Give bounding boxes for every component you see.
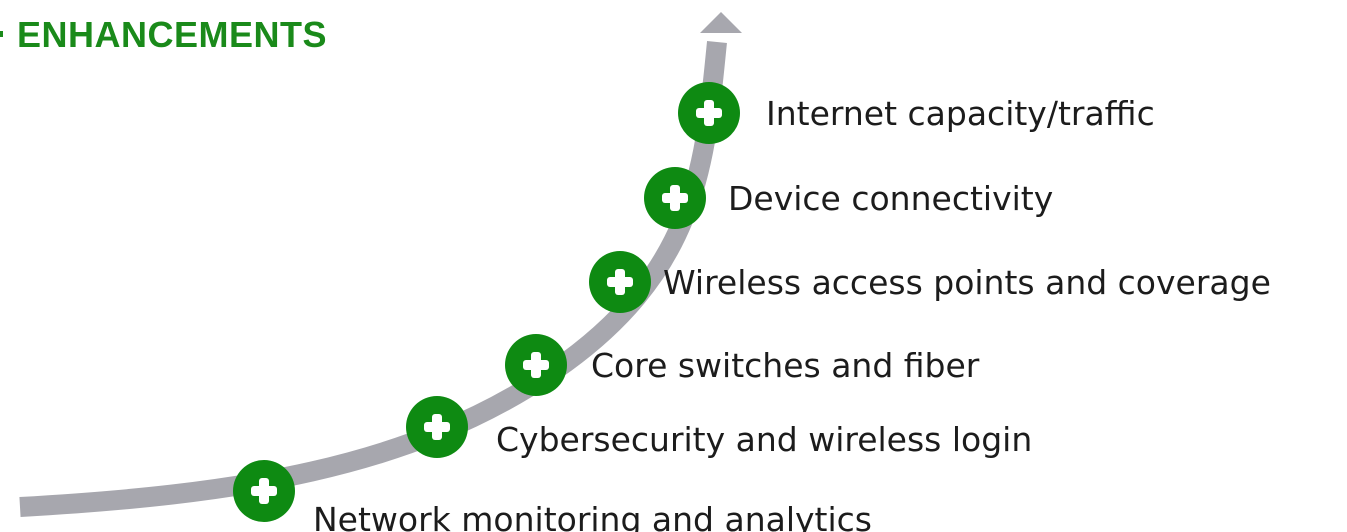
- arrow-up-icon: [700, 12, 742, 33]
- step-device-connectivity: Device connectivity: [644, 167, 1053, 229]
- plus-icon: [644, 167, 706, 229]
- plus-icon: [406, 396, 468, 458]
- step-cybersecurity: Cybersecurity and wireless login: [406, 396, 1033, 459]
- plus-icon: [233, 460, 295, 522]
- step-label: Internet capacity/traffic: [766, 93, 1155, 133]
- step-label: Wireless access points and coverage: [663, 262, 1271, 302]
- title-text: ENHANCEMENTS: [17, 14, 328, 55]
- step-internet-capacity: Internet capacity/traffic: [678, 82, 1155, 144]
- step-core-switches: Core switches and fiber: [505, 334, 979, 396]
- step-network-monitoring: Network monitoring and analytics: [233, 460, 872, 532]
- title-bullet: [0, 31, 3, 38]
- plus-icon: [678, 82, 740, 144]
- step-label: Cybersecurity and wireless login: [496, 419, 1033, 459]
- plus-icon: [589, 251, 651, 313]
- step-label: Device connectivity: [728, 178, 1054, 218]
- plus-icon: [505, 334, 567, 396]
- step-label: Network monitoring and analytics: [313, 499, 872, 532]
- step-label: Core switches and fiber: [591, 345, 980, 385]
- step-wireless-access-points: Wireless access points and coverage: [589, 251, 1271, 313]
- page-title: ENHANCEMENTS: [0, 14, 327, 56]
